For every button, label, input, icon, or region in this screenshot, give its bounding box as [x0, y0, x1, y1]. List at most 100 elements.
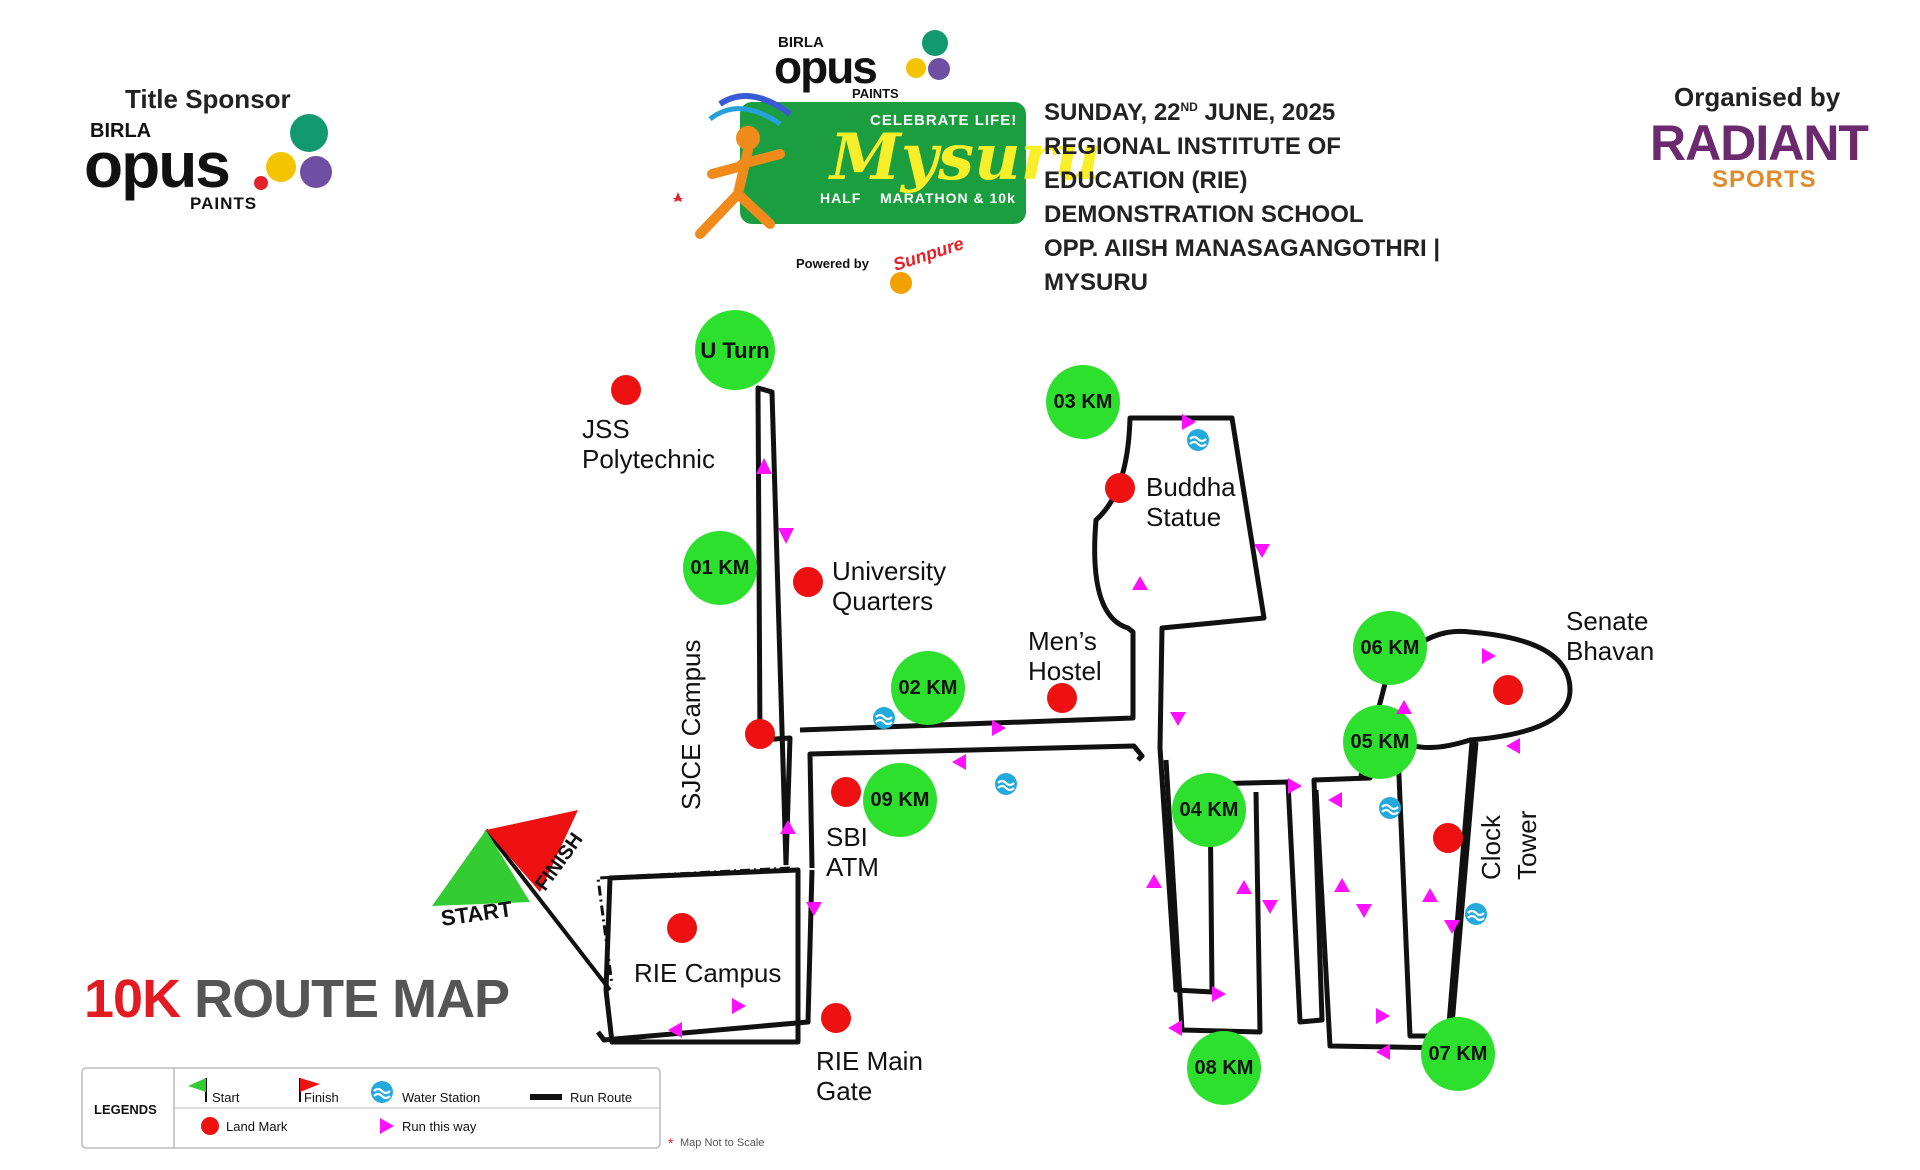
- event-green-banner: [740, 102, 1026, 224]
- event-date-suffix: JUNE, 2025: [1197, 99, 1336, 126]
- km-marker-01: 01 KM: [691, 557, 750, 579]
- water-station-icon: [1377, 795, 1403, 821]
- direction-arrow-icon: [1396, 700, 1412, 714]
- landmark-label-senate-2: Bhavan: [1566, 636, 1654, 666]
- direction-arrow-icon: [1376, 1008, 1390, 1024]
- direction-arrow-icon: [1288, 778, 1302, 794]
- landmark-label-university-2: Quarters: [832, 586, 933, 616]
- legend-water-icon: [369, 1079, 395, 1105]
- route-shortcut-dashed: [596, 866, 791, 986]
- direction-arrow-icon: [732, 998, 746, 1014]
- km-marker-09: 09 KM: [871, 789, 930, 811]
- event-brand-top: BIRLA: [778, 34, 824, 51]
- event-details: SUNDAY, 22ND JUNE, 2025 REGIONAL INSTITU…: [1044, 90, 1484, 300]
- direction-arrow-icon: [1444, 920, 1460, 934]
- landmark-dot-rie-gate: [821, 1003, 851, 1033]
- direction-arrow-icon: [806, 902, 822, 916]
- direction-arrow-icon: [1506, 738, 1520, 754]
- direction-arrow-icon: [1262, 900, 1278, 914]
- landmark-label-jss-1: JSS: [582, 414, 630, 444]
- map-note-star: *: [668, 1135, 674, 1151]
- legend-route-swatch: [530, 1094, 562, 1100]
- water-station-icon: [1463, 901, 1489, 927]
- landmark-label-clock-1: Clock: [1476, 814, 1506, 880]
- landmark-dot-senate: [1493, 675, 1523, 705]
- direction-arrow-icon: [1482, 648, 1496, 664]
- opus-dot-red: [254, 176, 268, 190]
- water-station-icon: [993, 771, 1019, 797]
- landmark-dot-rie-campus: [667, 913, 697, 943]
- landmark-label-senate-1: Senate: [1566, 606, 1648, 636]
- event-name: Mysuru: [830, 120, 1101, 195]
- opus-dot-teal: [290, 114, 328, 152]
- km-marker-07: 07 KM: [1429, 1043, 1488, 1065]
- title-sponsor-block: Title Sponsor BIRLA opus PAINTS: [80, 76, 360, 216]
- landmark-label-mens-hostel-2: Hostel: [1028, 656, 1102, 686]
- event-brand-name: opus: [774, 41, 878, 93]
- legend-finish: Finish: [304, 1090, 339, 1105]
- landmark-label-jss-2: Polytechnic: [582, 444, 715, 474]
- km-marker-04: 04 KM: [1180, 799, 1239, 821]
- title-sponsor-label: Title Sponsor: [125, 84, 291, 114]
- opus-logo: BIRLA opus PAINTS: [80, 114, 360, 220]
- opus-dot-yellow: [266, 152, 296, 182]
- run-route: [596, 385, 1573, 1051]
- event-tagline: CELEBRATE LIFE!: [870, 112, 1018, 129]
- direction-arrow-icon: [1376, 1044, 1390, 1060]
- organiser-sub: SPORTS: [1712, 166, 1817, 193]
- route-segment-rie-loop: [596, 869, 815, 1043]
- landmark-label-sbi-1: SBI: [826, 822, 868, 852]
- direction-arrow-icon: [778, 528, 794, 544]
- event-runner-graphic: [672, 93, 792, 239]
- landmark-dot-mens-hostel: [1047, 683, 1077, 713]
- legend-direction: Run this way: [402, 1119, 477, 1134]
- route-segment-outbound: [603, 867, 801, 1045]
- legend-finish-flag-icon: [300, 1078, 320, 1092]
- event-logo-block: BIRLA opus PAINTS CELEBRATE LIFE! Mysuru…: [660, 24, 1101, 314]
- legend-start: Start: [212, 1090, 240, 1105]
- direction-arrow-icon: [1168, 1020, 1182, 1036]
- organised-by-label: Organised by: [1674, 82, 1841, 112]
- landmark-dots: [611, 375, 1523, 1033]
- start-flag-icon: [432, 830, 530, 906]
- sunpure-logo: Sunpure: [884, 233, 966, 306]
- organiser-block: Organised by RADIANT SPORTS: [1650, 78, 1870, 208]
- landmark-dot-clock: [1433, 823, 1463, 853]
- event-sub-right: MARATHON & 10k: [880, 190, 1016, 206]
- km-marker-05: 05 KM: [1351, 731, 1410, 753]
- direction-arrow-icon: [1328, 792, 1342, 808]
- brand-top: BIRLA: [90, 120, 152, 142]
- direction-arrow-icon: [668, 1022, 682, 1038]
- route-segment-back: [807, 743, 1263, 1035]
- legend-direction-icon: [380, 1118, 394, 1134]
- water-station-icon: [1185, 427, 1211, 453]
- landmark-dot-sbi: [831, 777, 861, 807]
- brand-sub: PAINTS: [190, 194, 258, 213]
- direction-arrows: [668, 414, 1520, 1060]
- map-title-red: 10K: [84, 969, 181, 1029]
- legend-box: LEGENDS Start Finish Water Station Run R…: [81, 1067, 661, 1149]
- brand-name: opus: [84, 129, 231, 201]
- event-date-sup: ND: [1180, 100, 1198, 114]
- finish-flag-icon: [486, 810, 578, 892]
- direction-arrow-icon: [1146, 874, 1162, 888]
- landmark-label-mens-hostel-1: Men’s: [1028, 626, 1097, 656]
- route-segment-west-east: [799, 415, 1573, 1025]
- direction-arrow-icon: [1182, 414, 1196, 430]
- event-sub-left: HALF: [820, 190, 862, 206]
- direction-arrow-icon: [756, 458, 772, 474]
- landmark-dot-buddha: [1105, 473, 1135, 503]
- km-marker-02: 02 KM: [899, 677, 958, 699]
- direction-arrow-icon: [992, 720, 1006, 736]
- direction-arrow-icon: [780, 820, 796, 834]
- landmark-label-rie-gate-2: Gate: [816, 1076, 872, 1106]
- direction-arrow-icon: [1170, 712, 1186, 726]
- km-marker-u-turn: U Turn: [700, 338, 769, 363]
- direction-arrow-icon: [1356, 904, 1372, 918]
- direction-arrow-icon: [1236, 880, 1252, 894]
- route-segment-north: [755, 385, 793, 866]
- direction-arrow-icon: [952, 754, 966, 770]
- venue-line-1: REGIONAL INSTITUTE OF EDUCATION (RIE): [1044, 133, 1341, 194]
- landmark-label-rie-campus: RIE Campus: [634, 958, 781, 988]
- event-dot-purple: [928, 58, 950, 80]
